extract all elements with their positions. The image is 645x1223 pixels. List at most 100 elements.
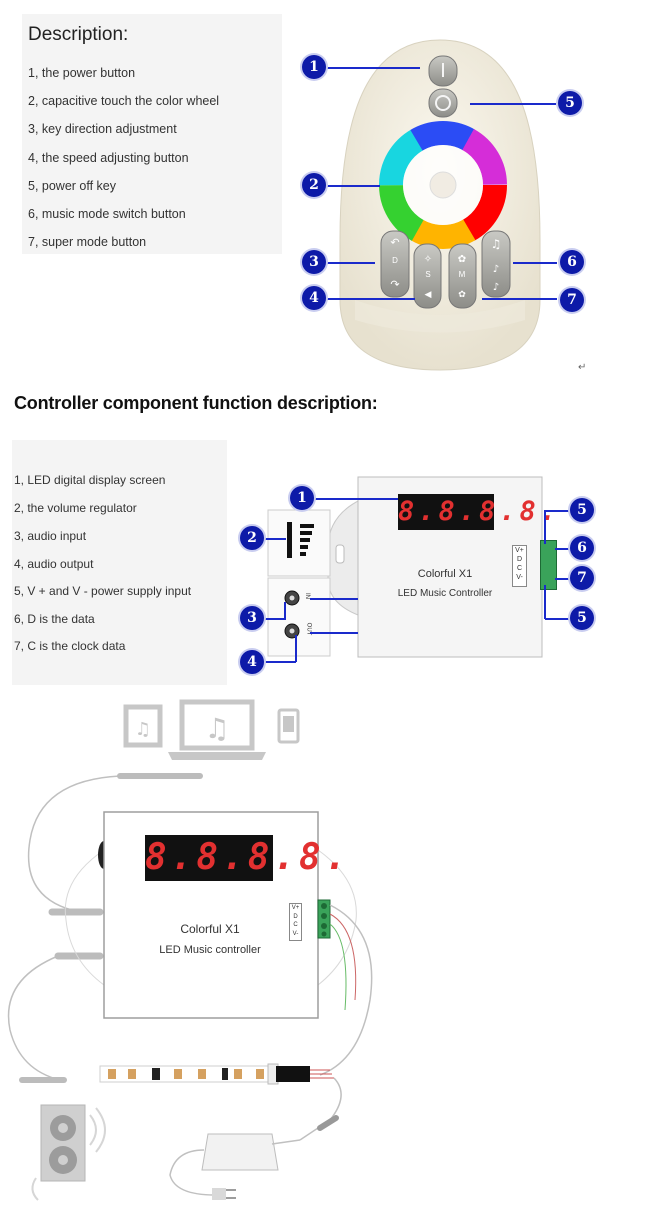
svg-text:✧: ✧	[424, 254, 432, 265]
controller-section-heading: Controller component function descriptio…	[14, 393, 378, 413]
remote-description-panel	[22, 14, 282, 254]
svg-text:◀: ◀	[425, 290, 432, 300]
controller-badge-5-top: 5	[570, 498, 594, 522]
controller-leader-2	[264, 538, 286, 540]
svg-text:♫: ♫	[491, 237, 502, 251]
controller-leader-5b	[545, 618, 570, 620]
controller-terminal-block	[540, 540, 557, 590]
controller-badge-1: 1	[290, 486, 314, 510]
laptop-icon: ♫	[168, 699, 266, 760]
wiring-terminal-vplus: V+	[291, 905, 300, 911]
remote-item-4: 4, the speed adjusting button	[28, 151, 189, 165]
tablet-icon	[277, 708, 300, 744]
terminal-label-vplus: V+	[515, 547, 524, 554]
phone-music-icon: ♫	[123, 704, 163, 748]
remote-badge-6: 6	[560, 250, 584, 274]
remote-badge-1: 1	[302, 55, 326, 79]
remote-leader-6	[513, 262, 557, 264]
controller-leader-5b-vert	[544, 585, 546, 619]
wiring-terminal-d: D	[293, 913, 298, 920]
remote-key-label-d: D	[392, 256, 398, 265]
volume-panel	[267, 509, 331, 577]
remote-item-6: 6, music mode switch button	[28, 207, 186, 221]
return-mark: ↵	[578, 362, 587, 373]
remote-leader-2	[325, 185, 380, 187]
led-strip	[99, 1065, 277, 1083]
aux-cable-input	[27, 775, 121, 913]
controller-leader-5a	[545, 510, 570, 512]
svg-text:♪: ♪	[493, 264, 499, 275]
remote-leader-3	[325, 262, 375, 264]
controller-leader-4	[264, 661, 296, 663]
remote-base	[355, 300, 525, 333]
controller-leader-7	[555, 578, 571, 580]
controller-badge-6: 6	[570, 536, 594, 560]
remote-description-heading: Description:	[28, 24, 129, 45]
remote-music-key	[448, 243, 477, 309]
controller-item-1: 1, LED digital display screen	[14, 473, 166, 487]
controller-description-panel	[12, 440, 227, 685]
remote-item-3: 3, key direction adjustment	[28, 122, 177, 136]
controller-leader-6	[555, 548, 571, 550]
svg-text:↶: ↶	[390, 236, 399, 249]
terminal-label-c: C	[516, 565, 523, 572]
controller-subtitle: LED Music Controller	[397, 588, 493, 599]
controller-item-3: 3, audio input	[14, 529, 87, 543]
wiring-terminal-labels: V+ D C V-	[289, 903, 302, 941]
remote-key-label-m: M	[458, 270, 466, 279]
remote-leader-7	[482, 298, 557, 300]
controller-item-2: 2, the volume regulator	[14, 501, 137, 515]
controller-item-6: 6, D is the data	[14, 612, 95, 626]
wiring-terminal-vminus: V-	[292, 930, 299, 937]
remote-item-2: 2, capacitive touch the color wheel	[28, 94, 220, 108]
remote-leader-1	[325, 67, 420, 69]
controller-leader-4-vert	[295, 635, 297, 662]
remote-badge-3: 3	[302, 250, 326, 274]
svg-text:♫: ♫	[135, 719, 151, 740]
remote-speed-key	[413, 243, 442, 309]
svg-text:♪: ♪	[493, 282, 499, 293]
controller-leader-out	[310, 632, 358, 634]
controller-leader-3-vert	[284, 602, 286, 618]
svg-text:✿: ✿	[458, 254, 466, 265]
speaker-icon	[31, 1104, 106, 1201]
remote-leader-4	[325, 298, 415, 300]
svg-text:↷: ↷	[390, 278, 399, 291]
controller-badge-2: 2	[240, 526, 264, 550]
remote-item-5: 5, power off key	[28, 179, 117, 193]
controller-badge-5-bottom: 5	[570, 606, 594, 630]
wiring-terminal-c: C	[293, 922, 298, 928]
svg-text:♫: ♫	[204, 712, 229, 745]
power-supply	[201, 1133, 279, 1171]
controller-badge-3: 3	[240, 606, 264, 630]
controller-leader-3	[264, 618, 286, 620]
remote-item-7: 7, super mode button	[28, 235, 147, 249]
remote-leader-5	[470, 103, 556, 105]
controller-badge-4: 4	[240, 650, 264, 674]
terminal-label-vminus: V-	[516, 574, 523, 581]
controller-item-5: 5, V + and V - power supply input	[14, 584, 192, 598]
controller-brand: Colorful X1	[417, 568, 473, 580]
remote-item-1: 1, the power button	[28, 66, 136, 80]
aux-cable-output	[7, 955, 61, 1081]
wiring-led-display: 8.8.8.8.	[145, 835, 346, 881]
remote-super-key	[481, 230, 511, 298]
svg-text:✿: ✿	[458, 290, 466, 300]
terminal-label-d: D	[516, 556, 523, 563]
controller-leader-5a-vert	[544, 510, 546, 544]
remote-badge-7: 7	[560, 288, 584, 312]
controller-terminal-labels: V+ D C V-	[512, 545, 527, 587]
controller-badge-7: 7	[570, 566, 594, 590]
remote-badge-4: 4	[302, 286, 326, 310]
controller-leader-1	[314, 498, 398, 500]
remote-key-label-s: S	[425, 270, 431, 279]
remote-badge-2: 2	[302, 173, 326, 197]
controller-item-7: 7, C is the clock data	[14, 639, 126, 653]
wiring-controller-subtitle: LED Music controller	[159, 944, 261, 956]
remote-off-button	[428, 88, 458, 118]
remote-badge-5: 5	[558, 91, 582, 115]
remote-direction-keys	[380, 230, 410, 298]
